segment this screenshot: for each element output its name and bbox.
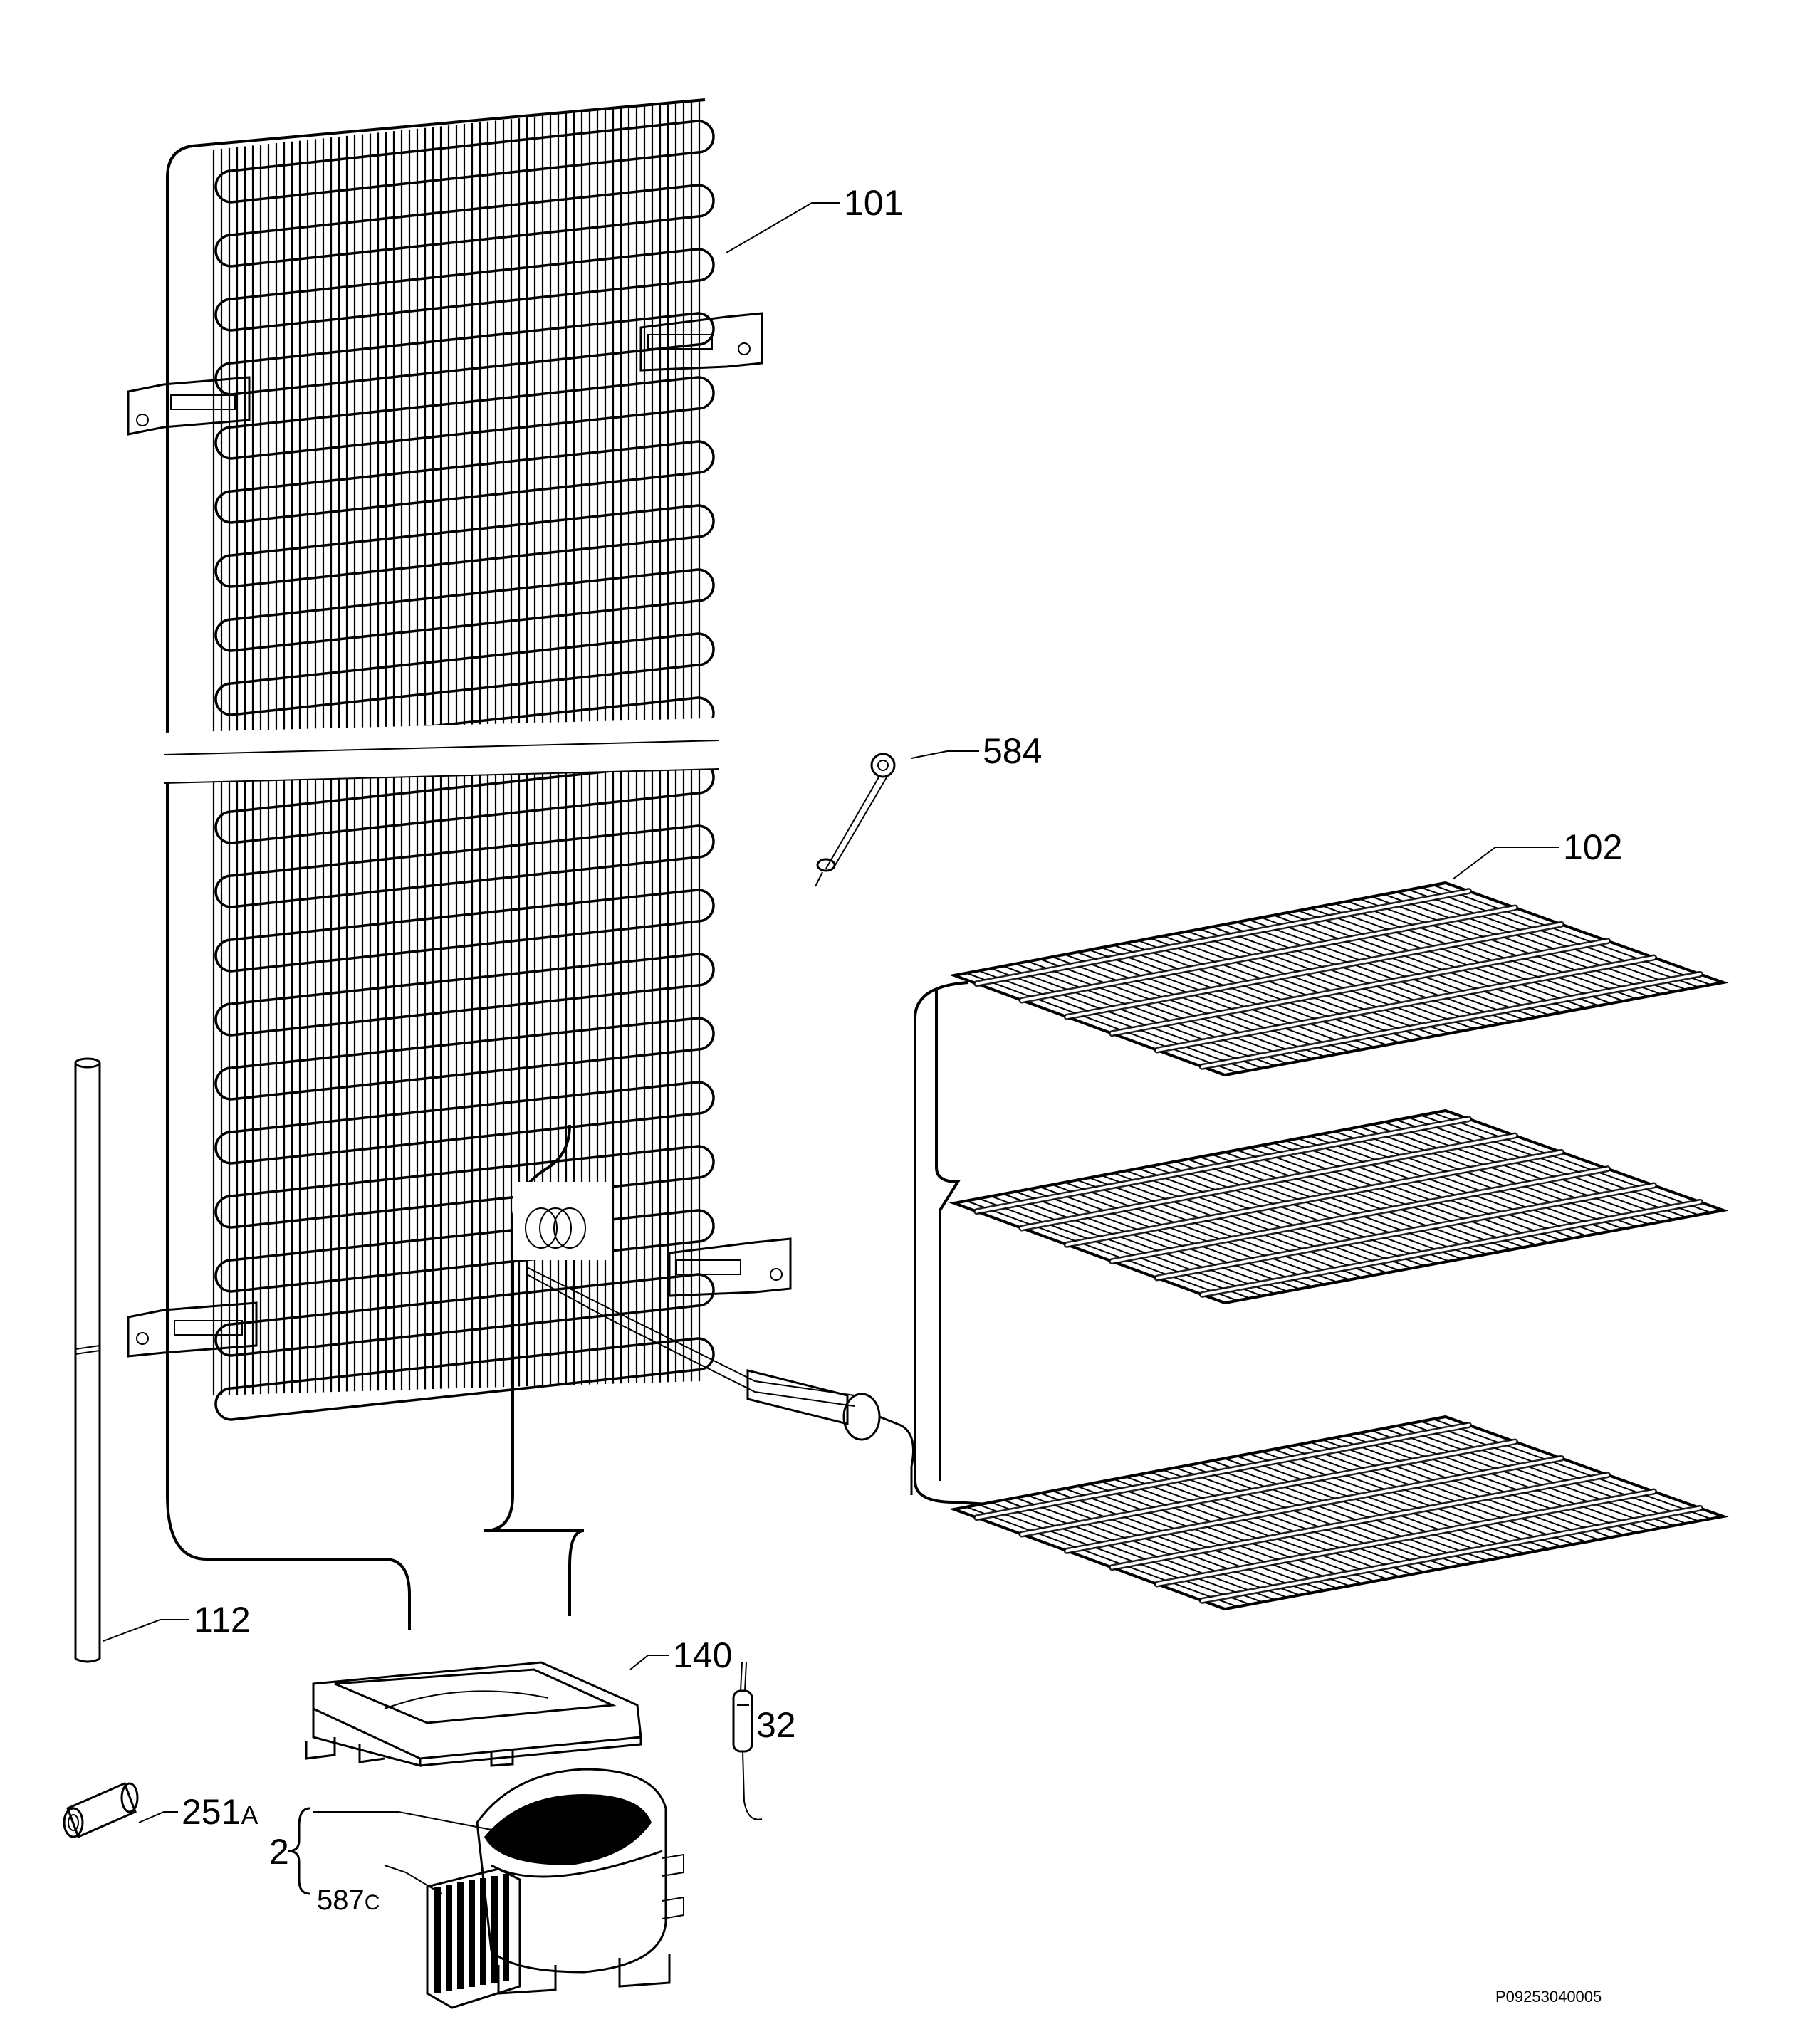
- condenser-bracket: [639, 312, 763, 372]
- condenser-bracket: [668, 1237, 792, 1297]
- evaporator-shelves: [949, 881, 1729, 1611]
- callout-number-251: 251: [182, 1792, 241, 1832]
- capillary-coil: [513, 1182, 855, 1407]
- callout-label-101: 101: [844, 183, 903, 223]
- filter-part-32: [732, 1662, 763, 1820]
- callout-label-2: 2: [269, 1832, 289, 1872]
- callout-label-140: 140: [673, 1635, 732, 1675]
- callout-label-587C: 587C: [317, 1885, 380, 1916]
- callout-suffix-C: C: [365, 1891, 380, 1914]
- relay-part-587C: [426, 1867, 521, 2009]
- callout-label-251A: 251A: [182, 1792, 258, 1832]
- condenser-part-101: [127, 98, 914, 1630]
- drawing-code: P09253040005: [1495, 1988, 1602, 2006]
- callout-label-32: 32: [756, 1705, 796, 1745]
- callout-label-584: 584: [983, 731, 1042, 771]
- callout-labels: 101 584 102 112 140 32 251A 2 587C P0925…: [182, 183, 1622, 2006]
- condenser-bracket: [127, 1301, 258, 1358]
- drip-tray-part-140: [305, 1661, 642, 1767]
- callout-leaders: [103, 202, 1559, 1895]
- compressor-part-2: [476, 1768, 684, 1995]
- relay-fins: [434, 1874, 509, 1993]
- filter-dryer: [746, 1369, 914, 1495]
- callout-label-102: 102: [1563, 827, 1622, 867]
- tube-part-112: [74, 1057, 101, 1663]
- plug-part-251A: [63, 1781, 139, 1839]
- callout-number-587: 587: [317, 1885, 365, 1916]
- evaporator-part-102: [914, 881, 1729, 1611]
- callout-label-112: 112: [194, 1600, 251, 1640]
- sensor-part-584: [815, 753, 896, 887]
- condenser-bracket: [127, 376, 251, 436]
- callout-suffix-A: A: [241, 1801, 258, 1830]
